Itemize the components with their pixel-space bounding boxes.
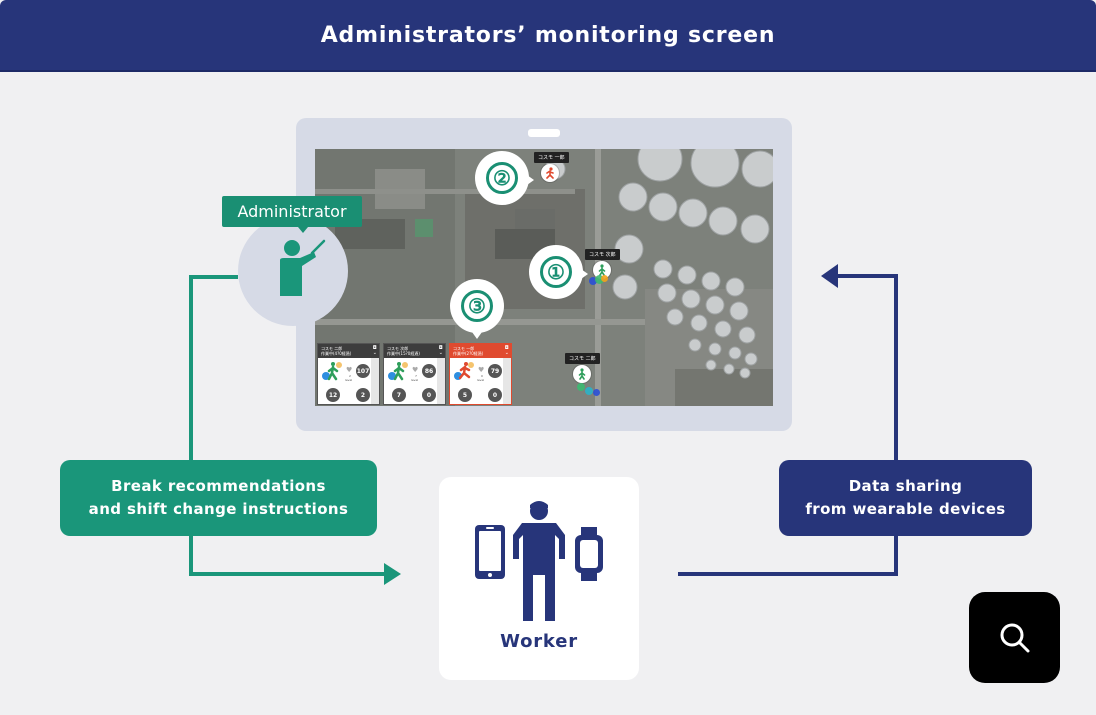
card-worker-name: コスモ 二郎 [321, 346, 343, 351]
metric4-value: 0 [488, 388, 502, 402]
instructions-line-1: Break recommendations [111, 477, 326, 495]
worker-label: Worker [500, 631, 578, 652]
card-level-unit: level [477, 378, 485, 382]
worker-card-alert[interactable]: コスモ 一郎 作業中(2?0経過) ◘⌄ ♥ 0 level 79 5 0 [449, 343, 512, 405]
map-tag-worker-2: コスモ 次郎 [585, 249, 620, 260]
card-status: 作業中(15?0経過) [387, 351, 420, 356]
running-person-alert-icon [546, 167, 554, 179]
worker-card-panel: Worker [439, 477, 639, 680]
metric4-value: 2 [356, 388, 370, 402]
data-sharing-line-2: from wearable devices [805, 500, 1006, 518]
location-trail [593, 389, 600, 396]
data-sharing-line-1: Data sharing [848, 477, 963, 495]
callout-2: ② [475, 151, 534, 205]
heart-rate-value: 86 [422, 364, 436, 378]
callout-number-1: ① [540, 256, 572, 288]
instructions-flow-box: Break recommendations and shift change i… [60, 460, 377, 536]
metric4-value: 0 [422, 388, 436, 402]
smartphone-icon [475, 525, 505, 579]
worker-pin-normal-2[interactable] [573, 365, 591, 383]
card-level: 2 [349, 374, 351, 378]
callout-number-3: ③ [461, 290, 493, 322]
search-icon [1000, 623, 1029, 652]
worker-cards: コスモ 二郎 作業中(4?0経過) ◘⌄ ♥ 2 level 107 12 2 [317, 343, 512, 405]
worker-pin-normal-1[interactable] [593, 261, 611, 279]
walking-person-icon [322, 362, 342, 381]
metric3-value: 7 [392, 388, 406, 402]
card-side-indicators [503, 358, 511, 404]
navy-arrowhead [821, 264, 838, 288]
search-button[interactable] [969, 592, 1060, 683]
monitoring-map-screen[interactable]: ② ① ③ コスモ 一郎 コスモ 次郎 コスモ 二郎 [315, 149, 773, 406]
card-status: 作業中(4?0経過) [321, 351, 352, 356]
card-level-unit: level [411, 378, 419, 382]
worker-pin-alert[interactable] [541, 164, 559, 182]
walking-person-icon [388, 362, 408, 381]
location-trail [601, 275, 608, 282]
card-header: コスモ 次郎 作業中(15?0経過) ◘⌄ [384, 344, 445, 358]
map-tag-worker-3: コスモ 二郎 [565, 353, 600, 364]
card-level-unit: level [345, 378, 353, 382]
tablet-device: ② ① ③ コスモ 一郎 コスモ 次郎 コスモ 二郎 [296, 118, 792, 431]
heart-icon: ♥ [478, 366, 485, 374]
callout-1: ① [529, 245, 588, 299]
instructions-line-2: and shift change instructions [88, 500, 349, 518]
worker-card[interactable]: コスモ 次郎 作業中(15?0経過) ◘⌄ ♥ 7 level 86 7 0 [383, 343, 446, 405]
camera-expand-icon[interactable]: ◘⌄ [504, 345, 509, 356]
green-arrowhead [384, 563, 401, 585]
card-header: コスモ 一郎 作業中(2?0経過) ◘⌄ [450, 344, 511, 358]
person-pointing-icon [280, 239, 326, 296]
card-side-indicators [437, 358, 445, 404]
card-status: 作業中(2?0経過) [453, 351, 484, 356]
administrator-avatar [238, 216, 348, 326]
heart-icon: ♥ [412, 366, 419, 374]
running-person-alert-icon [454, 362, 474, 380]
card-worker-name: コスモ 次郎 [387, 346, 409, 351]
data-sharing-flow-box: Data sharing from wearable devices [779, 460, 1032, 536]
walking-person-icon [598, 264, 606, 276]
page-title: Administrators’ monitoring screen [320, 22, 776, 48]
card-header: コスモ 二郎 作業中(4?0経過) ◘⌄ [318, 344, 379, 358]
walking-person-icon [578, 368, 586, 380]
card-level: 7 [415, 374, 417, 378]
map-tag-worker-1: コスモ 一郎 [534, 152, 569, 163]
location-trail [589, 277, 597, 285]
callout-3: ③ [450, 279, 504, 339]
camera-expand-icon[interactable]: ◘⌄ [372, 345, 377, 356]
card-level: 0 [481, 374, 483, 378]
card-side-indicators [371, 358, 379, 404]
metric3-value: 5 [458, 388, 472, 402]
callout-number-2: ② [486, 162, 518, 194]
location-trail [577, 383, 585, 391]
card-worker-name: コスモ 一郎 [453, 346, 475, 351]
administrator-label: Administrator [222, 196, 362, 233]
worker-illustration [475, 501, 603, 621]
heart-rate-value: 79 [488, 364, 502, 378]
worker-figure-icon [513, 501, 565, 621]
location-trail [585, 387, 593, 395]
heart-icon: ♥ [346, 366, 353, 374]
tablet-camera [528, 129, 560, 137]
smartwatch-icon [575, 527, 603, 581]
heart-rate-value: 107 [356, 364, 370, 378]
metric3-value: 12 [326, 388, 340, 402]
camera-expand-icon[interactable]: ◘⌄ [438, 345, 443, 356]
worker-card[interactable]: コスモ 二郎 作業中(4?0経過) ◘⌄ ♥ 2 level 107 12 2 [317, 343, 380, 405]
location-trail [595, 275, 604, 284]
header-divider [0, 70, 1096, 72]
header-banner: Administrators’ monitoring screen [0, 0, 1096, 70]
